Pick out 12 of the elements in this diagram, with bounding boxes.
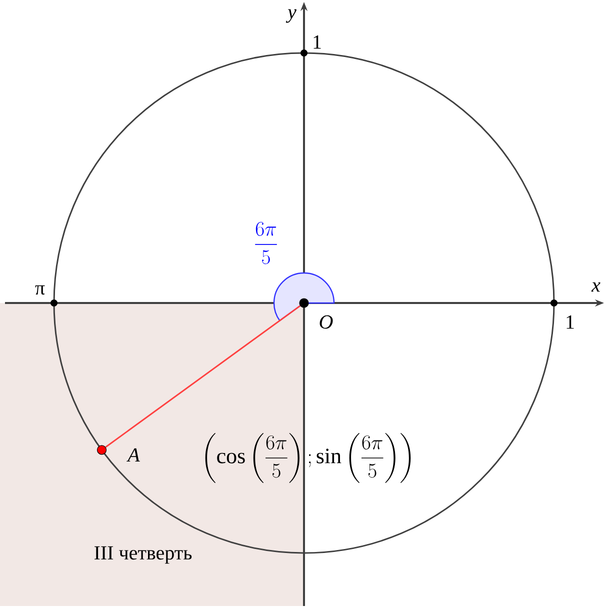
tick-label: π bbox=[35, 285, 45, 295]
axis-label: x bbox=[591, 282, 600, 292]
tick-label: 1 bbox=[566, 315, 574, 329]
point-label: A bbox=[126, 448, 140, 462]
segment bbox=[105, 305, 301, 448]
angle-label: $\frac{6\pi}{5}$ bbox=[255, 222, 277, 264]
tick-label: 1 bbox=[314, 35, 321, 49]
point-label: O bbox=[320, 315, 333, 329]
quadrant-label: III четверть bbox=[94, 546, 192, 564]
point bbox=[299, 298, 309, 308]
point bbox=[96, 445, 107, 455]
axis-label: y bbox=[286, 9, 296, 23]
